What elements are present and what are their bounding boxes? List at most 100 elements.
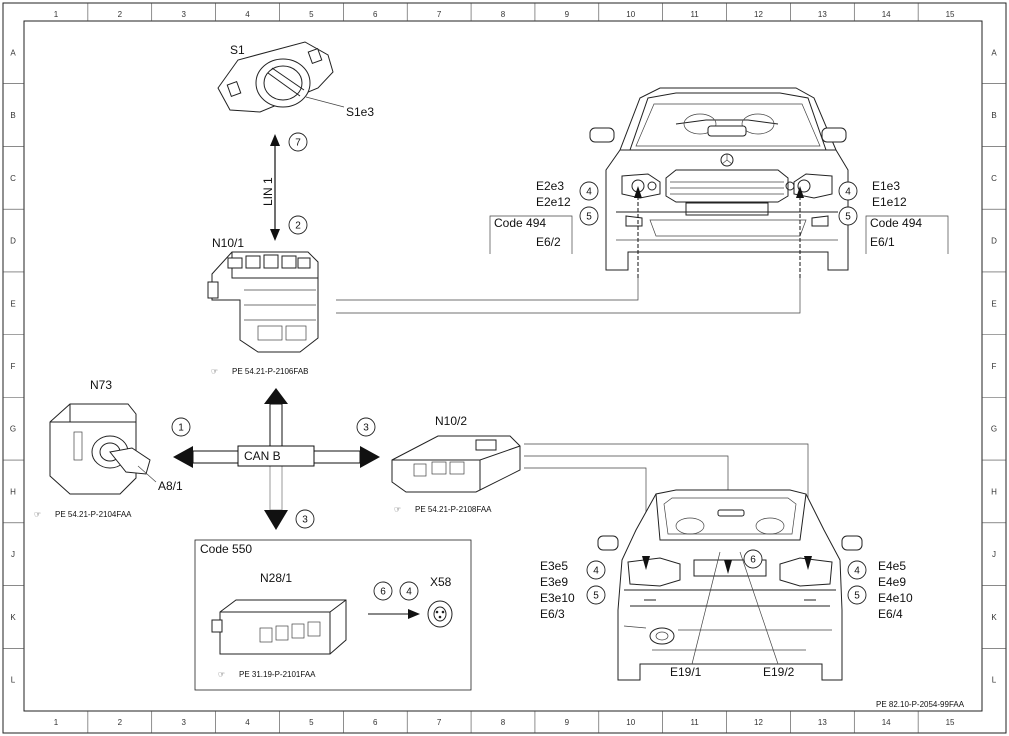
front-headlamp-arrows: [634, 186, 804, 278]
grid-column-label: 13: [818, 10, 827, 19]
e19-1-label: E19/1: [670, 665, 702, 679]
grid-row-label: C: [10, 174, 16, 183]
grid-column-label: 2: [118, 718, 123, 727]
lin-bus-arrow: [270, 134, 280, 241]
grid-column-label: 3: [181, 10, 186, 19]
front-right-label-1: E1e3: [872, 179, 900, 193]
grid-row-label: D: [991, 237, 997, 246]
front-left-label-1: E2e3: [536, 179, 564, 193]
n10-2-label: N10/2: [435, 414, 467, 428]
s1e3-label: S1e3: [346, 105, 374, 119]
n73-reference: PE 54.21-P-2104FAA: [55, 510, 132, 519]
n28-1-reference: PE 31.19-P-2101FAA: [239, 670, 316, 679]
grid-column-label: 11: [690, 10, 699, 19]
grid-row-label: L: [992, 676, 997, 685]
reference-circle-rl4: 4: [586, 560, 606, 580]
grid-row-label: B: [10, 111, 15, 120]
reference-circle-rl5: 5: [586, 585, 606, 605]
grid-row-label: E: [991, 299, 996, 308]
rear-left-label-4: E6/3: [540, 607, 565, 621]
code-494-left-label: Code 494: [494, 216, 546, 230]
grid-column-label: 8: [501, 718, 506, 727]
grid-column-label: 4: [245, 718, 250, 727]
grid-column-label: 4: [245, 10, 250, 19]
grid-column-label: 5: [309, 718, 314, 727]
grid-column-label: 7: [437, 718, 442, 727]
grid-row-label: J: [11, 550, 15, 559]
reference-circle-number: 4: [845, 187, 851, 198]
reference-circle-number: 3: [302, 515, 308, 526]
reference-circle-number: 5: [845, 212, 851, 223]
grid-column-label: 8: [501, 10, 506, 19]
reference-circle-number: 4: [406, 587, 412, 598]
n10-1-module: [207, 251, 319, 353]
can-b-bus: [173, 388, 380, 530]
reference-circle-number: 6: [380, 587, 386, 598]
grid-row-label: G: [10, 425, 16, 434]
grid-column-label: 12: [754, 10, 763, 19]
grid-column-label: 10: [626, 718, 635, 727]
grid-column-label: 1: [54, 10, 59, 19]
rear-left-label-1: E3e5: [540, 559, 568, 573]
grid-row-label: E: [10, 299, 15, 308]
lin-bus-label: LIN 1: [261, 177, 275, 206]
pointing-hand-icon: ☞: [34, 510, 41, 519]
grid-column-label: 9: [565, 10, 570, 19]
grid-column-label: 14: [882, 10, 891, 19]
grid-column-label: 1: [54, 718, 59, 727]
pointing-hand-icon: ☞: [218, 670, 225, 679]
grid-row-label: A: [10, 48, 16, 57]
code-550-label: Code 550: [200, 542, 252, 556]
reference-circle-number: 5: [593, 591, 599, 602]
code-494-right-box: [865, 215, 949, 254]
n73-label: N73: [90, 378, 112, 392]
pointing-hand-icon: ☞: [211, 367, 218, 376]
grid-column-labels: 1122334455667788991010111112121313141415…: [54, 3, 955, 733]
grid-column-label: 5: [309, 10, 314, 19]
reference-circle-c2: 2: [288, 215, 308, 235]
code-494-left-box: [489, 215, 573, 254]
grid-row-label: D: [10, 237, 16, 246]
n10-1-label: N10/1: [212, 236, 244, 250]
n28-1-to-x58-arrow: [368, 609, 420, 619]
front-right-label-2: E1e12: [872, 195, 907, 209]
x58-connector: [427, 600, 453, 628]
grid-column-label: 2: [118, 10, 123, 19]
reference-circle-c3b: 3: [295, 509, 315, 529]
rear-car-view: [597, 489, 863, 681]
grid-column-label: 13: [818, 718, 827, 727]
grid-column-label: 15: [946, 718, 955, 727]
reference-circle-c1: 1: [171, 417, 191, 437]
can-b-label: CAN B: [244, 449, 281, 463]
grid-column-label: 6: [373, 10, 378, 19]
reference-circle-number: 1: [178, 423, 184, 434]
reference-circle-c3a: 3: [356, 417, 376, 437]
reference-circle-number: 4: [593, 566, 599, 577]
rear-right-label-3: E4e10: [878, 591, 913, 605]
reference-circle-number: 3: [363, 423, 369, 434]
reference-circle-number: 5: [586, 212, 592, 223]
n10-1-headlamp-wires: [336, 278, 801, 314]
grid-row-label: C: [991, 174, 997, 183]
grid-column-label: 9: [565, 718, 570, 727]
grid-row-label: F: [992, 362, 997, 371]
reference-circle-c6x: 6: [373, 581, 393, 601]
grid-row-label: B: [991, 111, 996, 120]
grid-row-label: H: [991, 487, 997, 496]
reference-circle-rr4: 4: [847, 560, 867, 580]
e6-2-label: E6/2: [536, 235, 561, 249]
grid-row-label: G: [991, 425, 997, 434]
n10-2-reference: PE 54.21-P-2108FAA: [415, 505, 492, 514]
e6-1-label: E6/1: [870, 235, 895, 249]
s1-label: S1: [230, 43, 245, 57]
rear-right-label-1: E4e5: [878, 559, 906, 573]
rear-left-label-2: E3e9: [540, 575, 568, 589]
front-car-view: [589, 87, 849, 271]
s1-light-switch: [217, 41, 345, 113]
rear-left-label-3: E3e10: [540, 591, 575, 605]
reference-circle-number: 7: [295, 138, 301, 149]
reference-circle-r6: 6: [743, 549, 763, 569]
code-494-right-label: Code 494: [870, 216, 922, 230]
grid-row-label: K: [10, 613, 16, 622]
